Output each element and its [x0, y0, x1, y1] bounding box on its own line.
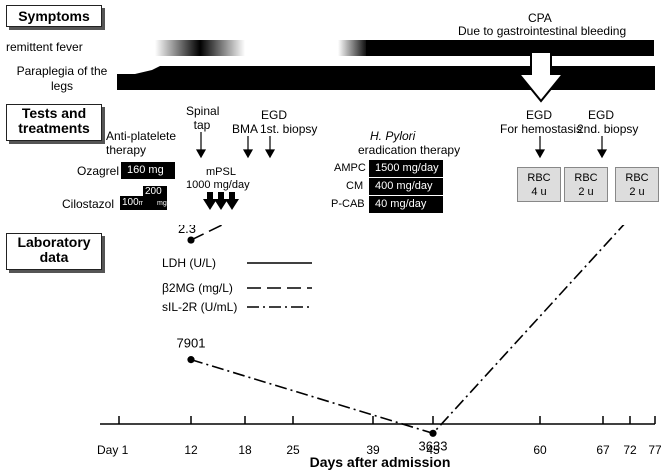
rbc-box-2: RBC 2 u	[564, 167, 608, 202]
legend-label-1: β2MG (mg/L)	[162, 281, 233, 295]
section-lab: Laboratory data	[6, 233, 102, 270]
hpylori-label: H. Pylori	[370, 129, 416, 143]
timeline-graphics	[117, 40, 655, 210]
hpylori-therapy-label: eradication therapy	[358, 143, 461, 157]
x-tick-label-45: 45	[426, 443, 440, 457]
x-axis-label: Days after admission	[310, 454, 451, 470]
fever-bar-early	[155, 40, 245, 56]
series-1-point-0	[187, 236, 195, 244]
paraplegia-bar	[117, 66, 655, 90]
symptom-paraplegia-label: Paraplegia of the legs	[16, 64, 108, 93]
fever-bar	[366, 40, 654, 56]
egd2-label: EGD	[588, 108, 615, 122]
series-2-point-1	[429, 429, 437, 437]
antiplatelet-label: Anti-platelete therapy	[106, 129, 177, 157]
legend-label-2: sIL-2R (U/mL)	[162, 300, 237, 314]
x-tick-label-67: 67	[596, 443, 610, 457]
rbc-1-label: RBC	[527, 172, 551, 184]
cpa-arrow	[516, 51, 566, 103]
symptom-fever-label: remittent fever	[6, 40, 83, 54]
rbc-1-units: 4 u	[531, 186, 547, 198]
rbc-box-3: RBC 2 u	[615, 167, 659, 202]
rbc-2-label: RBC	[574, 172, 598, 184]
egd1-biopsy-label: 1st. biopsy	[260, 122, 318, 136]
x-tick-label-39: 39	[366, 443, 380, 457]
section-tests: Tests and treatments	[6, 104, 102, 141]
series-line-1	[190, 225, 224, 241]
ozagrel-label: Ozagrel	[77, 164, 120, 178]
x-tick-label-25: 25	[286, 443, 300, 457]
egd-hemostasis-label: EGD	[526, 108, 553, 122]
ampc-bar: 1500 mg/day	[369, 160, 443, 177]
x-tick-label-60: 60	[533, 443, 547, 457]
x-tick-label-12: 12	[184, 443, 198, 457]
series-2-label-1: 3633	[419, 438, 448, 453]
rbc-box-1: RBC 4 u	[517, 167, 561, 202]
series-2-point-0	[187, 356, 195, 364]
bma-label: BMA	[232, 122, 259, 136]
cilostazol-dose-200: 200	[145, 186, 162, 197]
cilostazol-dose-100: 100	[122, 197, 139, 208]
mpsl-dose-label: 1000 mg/day	[186, 179, 250, 191]
rbc-3-label: RBC	[625, 172, 649, 184]
legend-label-0: LDH (U/L)	[162, 256, 216, 270]
mpsl-label: mPSL	[206, 166, 236, 178]
ozagrel-bar: 160 mg	[121, 162, 175, 179]
series-1-label-0: 2.3	[178, 225, 196, 236]
cilostazol-label: Cilostazol	[62, 197, 115, 211]
cpa-cause-label: Due to gastrointestinal bleeding	[458, 24, 627, 38]
spinal-tap-label: Spinal tap	[186, 104, 220, 132]
series-line-2	[190, 225, 625, 435]
series-2-label-0: 7901	[177, 336, 206, 351]
rbc-2-units: 2 u	[578, 186, 594, 198]
x-tick-label-1: Day 1	[97, 443, 129, 457]
cilostazol-bar-200: 200 mg	[143, 186, 167, 210]
section-symptoms: Symptoms	[6, 5, 102, 27]
x-tick-label-72: 72	[623, 443, 637, 457]
cilostazol-unit-200: mg	[157, 200, 167, 207]
ampc-label: AMPC	[334, 162, 366, 174]
cm-label: CM	[346, 180, 364, 192]
x-tick-label-18: 18	[238, 443, 252, 457]
cm-bar: 400 mg/day	[369, 178, 443, 195]
egd-hemostasis-sub-label: For hemostasis	[500, 122, 583, 136]
egd1-label: EGD	[261, 108, 288, 122]
cilostazol-bar-100: 100mg	[120, 196, 148, 210]
pcab-label: P-CAB	[331, 198, 365, 210]
cpa-label: CPA	[528, 11, 552, 25]
fever-bar-fade	[338, 40, 368, 56]
x-tick-label-77: 77	[648, 443, 661, 457]
pcab-bar: 40 mg/day	[369, 196, 443, 213]
rbc-3-units: 2 u	[629, 186, 645, 198]
egd2-biopsy-label: 2nd. biopsy	[577, 122, 639, 136]
mpsl-pulse-arrows	[203, 192, 239, 210]
